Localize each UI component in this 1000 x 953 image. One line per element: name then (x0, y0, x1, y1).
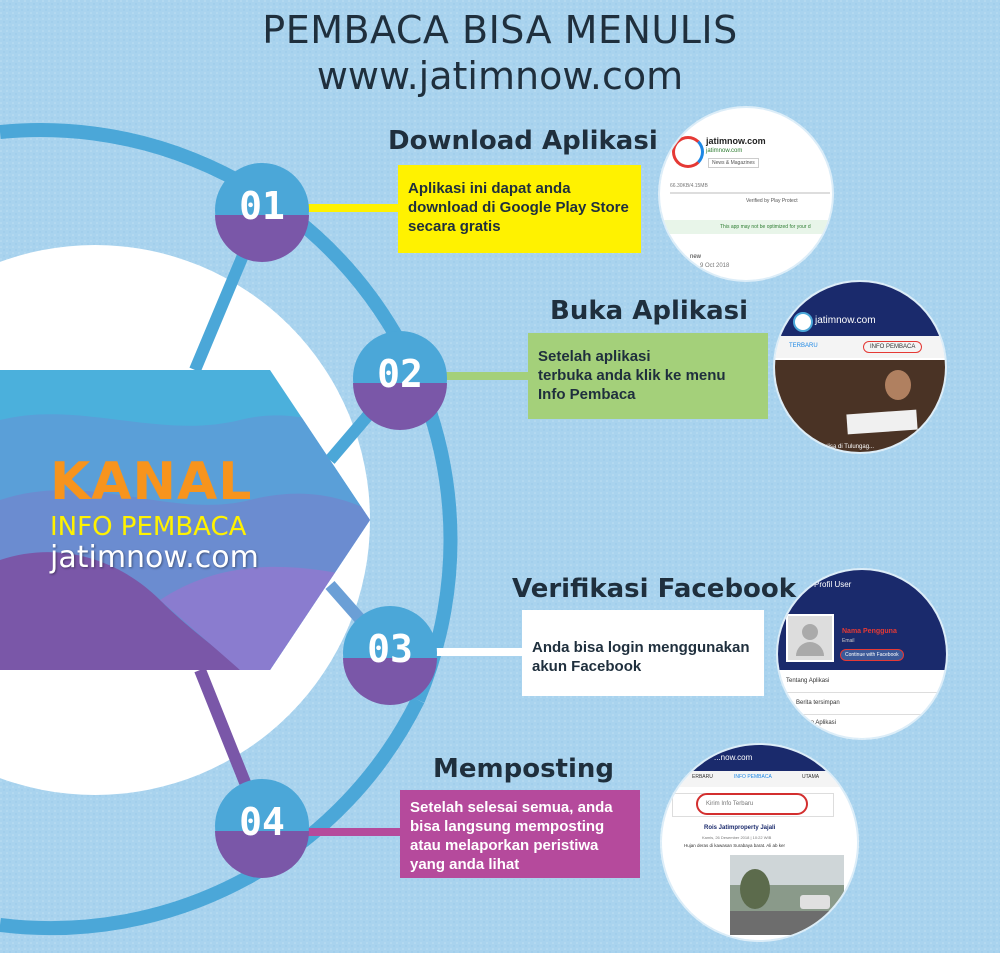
step-04-line: bisa langsung memposting (410, 818, 605, 835)
shot4-tab1: ERBARU (692, 774, 713, 780)
shot2-caption: ...ulisa di Tulungag... (819, 444, 875, 450)
step-03-line: Anda bisa login menggunakan (532, 639, 750, 656)
step-box-04: Setelah selesai semua, anda bisa langsun… (400, 790, 640, 878)
shot1-warning: This app may not be optimized for your d (720, 224, 811, 230)
shot1-category: News & Magazines (708, 158, 759, 168)
shot3-menu2[interactable]: Berita tersimpan (796, 700, 840, 706)
website-url: www.jatimnow.com (316, 54, 684, 98)
step-02-line: terbuka anda klik ke menu (538, 367, 726, 384)
num-circle-02 (353, 331, 447, 430)
step-04-line: Setelah selesai semua, anda (410, 799, 613, 816)
info-pembaca-label: INFO PEMBACA (50, 512, 247, 542)
shot2-tab2: INFO PEMBACA (863, 341, 923, 353)
step-number-01: 01 (239, 184, 285, 228)
step-number-04: 04 (239, 800, 285, 844)
shot3-menu3[interactable]: ...ikan Aplikasi (798, 720, 837, 726)
shot3-name: Nama Pengguna (842, 628, 897, 635)
shot4-post-text: Hujan deras di kawasan Surabaya barat. A… (684, 843, 786, 848)
shot3-menu1[interactable]: Tentang Aplikasi (786, 678, 830, 684)
shot3-header: Profil User (814, 580, 852, 589)
shot1-verified: Verified by Play Protect (746, 198, 798, 204)
shot3-email: Email (842, 638, 855, 644)
shot4-app-name: ...now.com (714, 753, 753, 762)
avatar (786, 614, 834, 662)
num-circle-03 (343, 606, 437, 705)
kanal-label: KANAL (50, 452, 253, 512)
outer-arc-purple (0, 696, 425, 936)
shot4-tab3: UTAMA (802, 774, 820, 780)
screenshot-app-home: jatimnow.com TERBARU INFO PEMBACA ...uli… (775, 282, 945, 452)
facebook-login-button[interactable]: Continue with Facebook (840, 649, 904, 661)
step-title-04: Memposting (433, 754, 615, 784)
posting-tab-bar (662, 771, 857, 787)
step-01-line: secara gratis (408, 218, 501, 235)
shot1-new: new (690, 254, 702, 260)
num-circle-04 (215, 779, 309, 878)
download-progress-track (670, 192, 830, 194)
kirim-info-input[interactable]: Kirim Info Terbaru (696, 793, 808, 815)
step-title-01: Download Aplikasi (388, 126, 658, 156)
screenshot-profil-user: Profil User Nama Pengguna Email Continue… (778, 570, 946, 738)
num-circle-01 (215, 163, 309, 262)
shot2-app-name: jatimnow.com (815, 315, 876, 326)
step-01-line: Aplikasi ini dapat anda (408, 180, 571, 197)
shot2-tab1: TERBARU (789, 343, 818, 349)
step-number-03: 03 (367, 627, 413, 671)
warning-banner (660, 220, 832, 234)
step-04-line: yang anda lihat (410, 856, 520, 873)
shot1-date: 9 Oct 2018 (700, 263, 730, 269)
step-title-02: Buka Aplikasi (550, 296, 748, 326)
shot4-tab2: INFO PEMBACA (734, 774, 772, 780)
shot1-app-name: jatimnow.com (706, 136, 766, 146)
screenshot-play-store: jatimnow.com jatimnow.com News & Magazin… (660, 108, 832, 280)
step-04-line: atau melaporkan peristiwa (410, 837, 599, 854)
shot4-post-meta: Kamis, 26 Desember 2018 | 10:22 WIB (702, 835, 772, 840)
main-title: PEMBACA BISA MENULIS (262, 8, 738, 52)
step-box-03: Anda bisa login menggunakan akun Faceboo… (522, 610, 764, 696)
step-box-02: Setelah aplikasi terbuka anda klik ke me… (528, 333, 768, 419)
step-01-line: download di Google Play Store (408, 199, 629, 216)
news-photo (775, 360, 945, 452)
app-logo-icon (793, 312, 813, 332)
shot1-size: 66.30KB/4.15MB (670, 183, 708, 189)
step-title-03: Verifikasi Facebook (512, 574, 797, 604)
brand-site-label: jatimnow.com (50, 540, 259, 575)
step-02-line: Info Pembaca (538, 386, 636, 403)
jatimnow-logo-icon (672, 136, 704, 168)
screenshot-posting: ...now.com ERBARU INFO PEMBACA UTAMA Kir… (662, 745, 857, 940)
shot1-dev: jatimnow.com (706, 148, 743, 154)
posting-header (662, 745, 857, 771)
step-03-line: akun Facebook (532, 658, 642, 675)
post-photo (730, 855, 844, 935)
step-02-line: Setelah aplikasi (538, 348, 651, 365)
photo-person-head (885, 370, 911, 400)
step-box-01: Aplikasi ini dapat anda download di Goog… (398, 165, 641, 253)
outer-arc-blue (0, 123, 458, 703)
step-number-02: 02 (377, 352, 423, 396)
shot4-post-title: Rois Jatimproperty Jajali (704, 825, 776, 831)
